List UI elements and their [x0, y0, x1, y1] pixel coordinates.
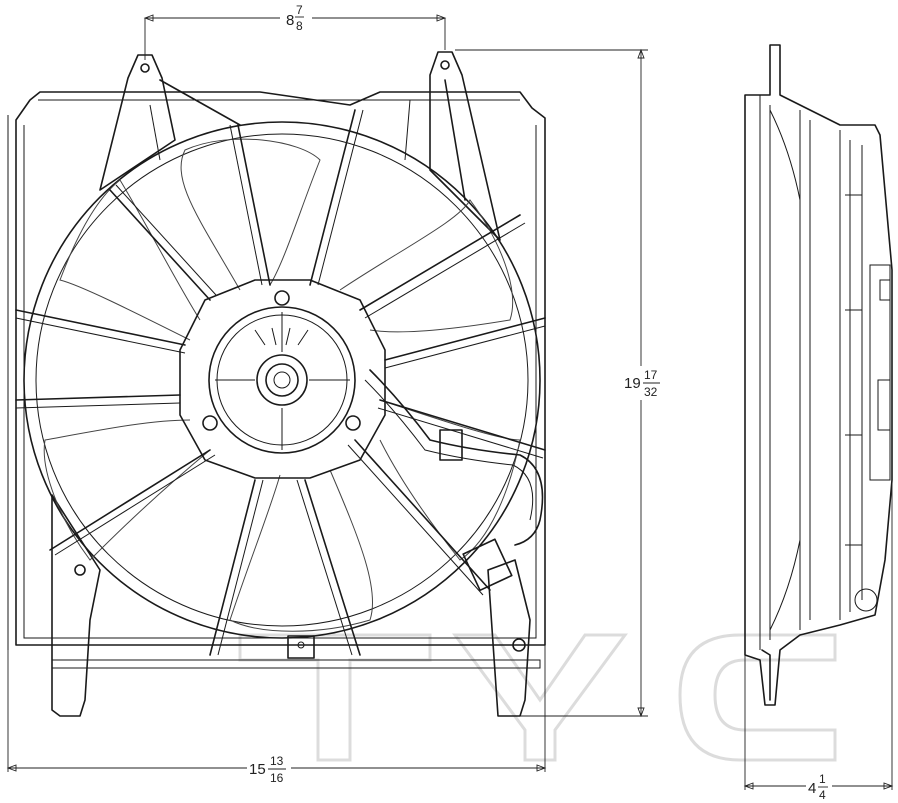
svg-text:8: 8	[286, 12, 294, 29]
dim-label-height: 19 17 32	[622, 366, 664, 400]
dim-label-depth: 4 1 4	[806, 772, 832, 803]
leg-left	[51, 494, 101, 717]
svg-text:16: 16	[270, 771, 284, 785]
svg-text:32: 32	[644, 385, 658, 399]
svg-text:4: 4	[819, 788, 826, 802]
shroud-frame	[15, 91, 546, 646]
svg-text:13: 13	[270, 754, 284, 768]
side-view	[744, 44, 893, 706]
dimension-height	[455, 48, 648, 718]
mount-tab-right	[429, 51, 501, 241]
fan-ring-outer	[23, 121, 541, 639]
dim-label-bottom-width: 15 13 16	[247, 752, 291, 786]
svg-text:4: 4	[808, 780, 816, 797]
svg-text:17: 17	[644, 368, 658, 382]
svg-text:8: 8	[296, 19, 303, 33]
leg-right	[487, 559, 531, 717]
front-view	[7, 51, 546, 717]
dim-label-top-width: 8 7 8	[280, 3, 312, 34]
fan-ring-inner	[35, 133, 529, 627]
svg-text:19: 19	[624, 375, 641, 392]
mount-tab-left	[99, 54, 176, 191]
support-struts	[15, 79, 546, 656]
svg-text:7: 7	[296, 3, 303, 17]
fan-blades	[43, 138, 521, 632]
svg-text:1: 1	[819, 772, 826, 786]
svg-text:15: 15	[249, 761, 266, 778]
motor-housing	[179, 279, 386, 479]
wire-harness	[364, 369, 544, 592]
